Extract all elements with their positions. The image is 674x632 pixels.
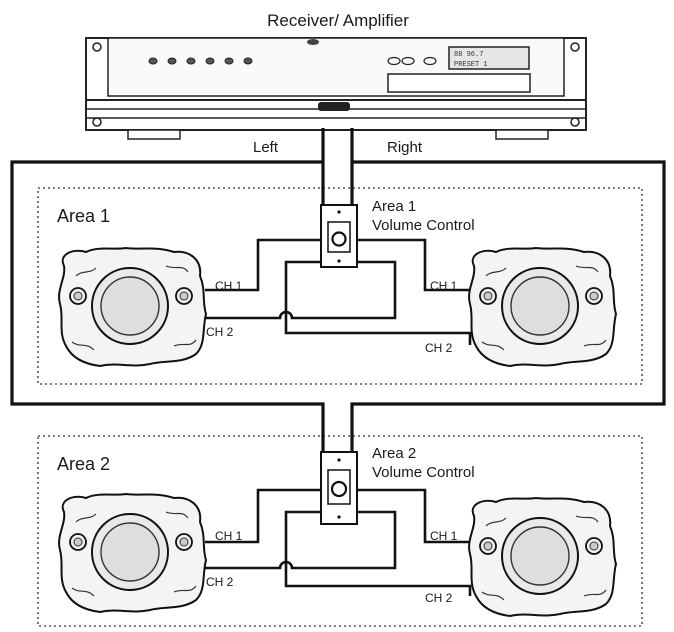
receiver-label: Receiver/ Amplifier	[267, 11, 409, 30]
area1-control-label-1: Area 1	[372, 198, 416, 215]
area1-left-ch2-label: CH 2	[206, 325, 234, 339]
area1-control-label-2: Volume Control	[372, 217, 475, 234]
area2-left-ch1-label: CH 1	[215, 529, 243, 543]
trunk-wiring	[10, 128, 666, 452]
area2-right-ch2-label: CH 2	[425, 591, 453, 605]
volume-control-icon	[320, 451, 358, 525]
volume-control-icon	[320, 204, 358, 268]
area2-control-label-2: Volume Control	[372, 464, 475, 481]
area2-title: Area 2	[57, 454, 110, 474]
area2-control-label-1: Area 2	[372, 445, 416, 462]
right-channel-label: Right	[387, 139, 423, 156]
left-channel-label: Left	[253, 139, 279, 156]
area1-left-ch1-label: CH 1	[215, 279, 243, 293]
area1-title: Area 1	[57, 206, 110, 226]
area2-right-ch1-label: CH 1	[430, 529, 458, 543]
receiver-amplifier-icon: 88 96.7 PRESET 1	[85, 37, 587, 140]
rock-speaker-icon	[58, 493, 208, 613]
area1-right-ch2-label: CH 2	[425, 341, 453, 355]
area2-left-ch2-label: CH 2	[206, 575, 234, 589]
area2-boundary	[37, 435, 643, 627]
area1-speaker-wiring	[205, 238, 472, 345]
receiver-display-line1: 88 96.7	[454, 51, 483, 59]
area1-right-ch1-label: CH 1	[430, 279, 458, 293]
area2-speaker-wiring	[205, 488, 472, 596]
area1-boundary	[37, 187, 643, 385]
rock-speaker-icon	[468, 247, 617, 367]
rock-speaker-icon	[58, 247, 208, 367]
receiver-display-line2: PRESET 1	[454, 61, 488, 69]
rock-speaker-icon	[468, 497, 617, 617]
